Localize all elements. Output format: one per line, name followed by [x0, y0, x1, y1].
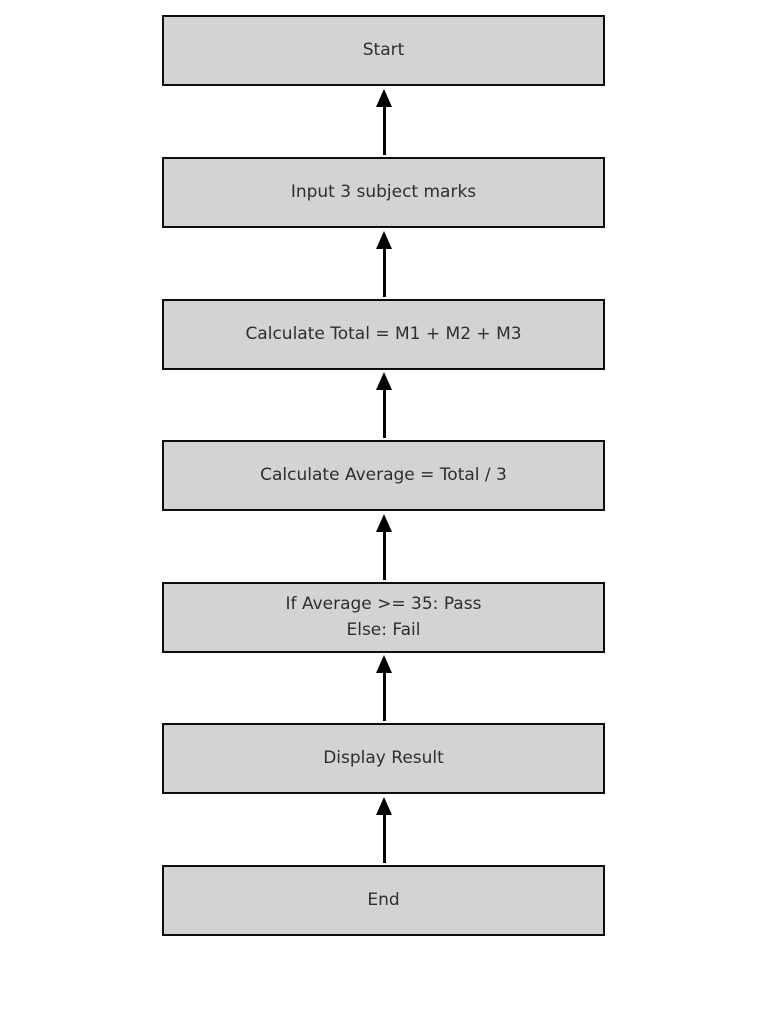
node-label-display: Display Result [323, 747, 444, 768]
flowchart-node-input: Input 3 subject marks [162, 157, 605, 228]
node-label-average: Calculate Average = Total / 3 [260, 464, 507, 485]
flowchart-node-end: End [162, 865, 605, 936]
node-label-end: End [367, 889, 400, 910]
flow-arrow-up-icon [376, 514, 392, 580]
flow-arrow-up-icon [376, 89, 392, 155]
flow-arrow-up-icon [376, 372, 392, 438]
node-label-input: Input 3 subject marks [290, 181, 477, 202]
flow-arrow-up-icon [376, 231, 392, 297]
flowchart-node-average: Calculate Average = Total / 3 [162, 440, 605, 511]
node-label-total: Calculate Total = M1 + M2 + M3 [245, 323, 522, 344]
flow-arrow-up-icon [376, 797, 392, 863]
flowchart-node-condition: If Average >= 35: Pass Else: Fail [162, 582, 605, 653]
flowchart-node-display: Display Result [162, 723, 605, 794]
node-label-start: Start [362, 39, 405, 60]
flow-arrow-up-icon [376, 655, 392, 721]
flowchart-node-start: Start [162, 15, 605, 86]
node-label-condition: If Average >= 35: Pass Else: Fail [285, 594, 482, 640]
flowchart-node-total: Calculate Total = M1 + M2 + M3 [162, 299, 605, 370]
